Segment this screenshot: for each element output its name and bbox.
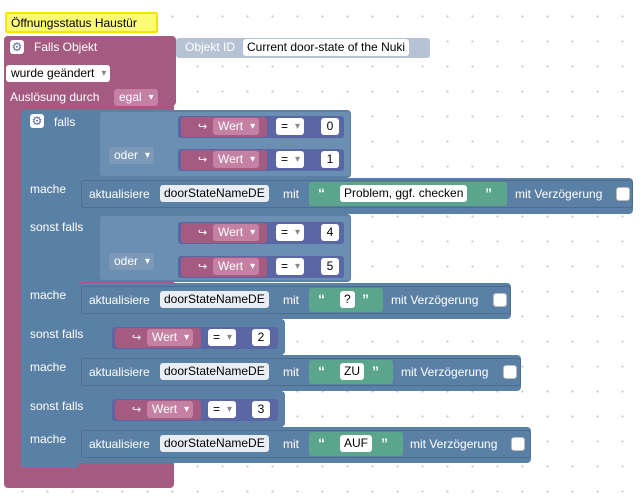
open-quote-icon: “ — [318, 363, 325, 379]
variable-field[interactable]: doorStateNameDE — [160, 185, 269, 202]
delay-label: mit Verzögerung — [515, 187, 603, 201]
compare-value[interactable]: 4 — [321, 224, 339, 241]
sonst-falls-label: sonst falls — [30, 220, 84, 234]
operator-dropdown[interactable]: = — [208, 401, 237, 418]
close-quote-icon: ” — [362, 291, 369, 307]
open-quote-icon: “ — [318, 435, 325, 451]
wert-dropdown[interactable]: Wert — [147, 401, 194, 418]
close-quote-icon: ” — [485, 185, 492, 201]
ausloesung-dropdown[interactable]: egal — [114, 89, 158, 106]
delay-checkbox[interactable] — [616, 187, 630, 201]
mache-label: mache — [30, 288, 67, 302]
oder-dropdown-2[interactable]: oder — [109, 253, 155, 270]
sonst-falls-label: sonst falls — [30, 327, 84, 341]
operator-dropdown[interactable]: = — [208, 329, 237, 346]
text-value[interactable]: ? — [340, 291, 355, 308]
wert-dropdown[interactable]: Wert — [213, 258, 260, 275]
open-quote-icon: “ — [318, 185, 325, 201]
delay-label: mit Verzögerung — [401, 365, 489, 379]
change-type-dropdown[interactable]: wurde geändert — [6, 65, 111, 82]
close-quote-icon: ” — [381, 435, 388, 451]
compare-value[interactable]: 5 — [321, 258, 339, 275]
close-quote-icon: ” — [372, 363, 379, 379]
compare-value[interactable]: 3 — [252, 401, 270, 418]
mit-label: mit — [283, 365, 299, 379]
if-gear-icon[interactable]: ⚙ — [30, 114, 44, 128]
update-block-2[interactable] — [81, 286, 511, 314]
variable-field[interactable]: doorStateNameDE — [160, 363, 269, 380]
wert-dropdown[interactable]: Wert — [147, 329, 194, 346]
wert-dropdown[interactable]: Wert — [213, 224, 260, 241]
return-arrow-icon: ↪ — [198, 121, 208, 133]
variable-field[interactable]: doorStateNameDE — [160, 291, 269, 308]
operator-dropdown[interactable]: = — [276, 258, 305, 275]
aktualisiere-label: aktualisiere — [89, 365, 150, 379]
gear-icon[interactable]: ⚙ — [10, 40, 24, 54]
mit-label: mit — [283, 293, 299, 307]
operator-dropdown[interactable]: = — [276, 118, 305, 135]
delay-label: mit Verzögerung — [391, 293, 479, 307]
comment-bubble[interactable]: Öffnungsstatus Haustür — [5, 12, 158, 33]
operator-dropdown[interactable]: = — [276, 224, 305, 241]
wert-dropdown[interactable]: Wert — [213, 118, 260, 135]
oder-dropdown-1[interactable]: oder — [109, 147, 155, 164]
delay-label: mit Verzögerung — [410, 437, 498, 451]
update-block-4[interactable] — [81, 430, 531, 458]
compare-value[interactable]: 1 — [321, 151, 339, 168]
open-quote-icon: “ — [318, 291, 325, 307]
delay-checkbox[interactable] — [493, 293, 507, 307]
comment-text: Öffnungsstatus Haustür — [11, 16, 137, 30]
object-id-field[interactable]: Current door-state of the Nuki — [243, 39, 410, 56]
return-arrow-icon: ↪ — [132, 332, 142, 344]
operator-dropdown[interactable]: = — [276, 151, 305, 168]
delay-checkbox[interactable] — [511, 437, 525, 451]
aktualisiere-label: aktualisiere — [89, 187, 150, 201]
object-id-label: Objekt ID — [185, 40, 236, 54]
return-arrow-icon: ↪ — [198, 261, 208, 273]
mit-label: mit — [283, 187, 299, 201]
aktualisiere-label: aktualisiere — [89, 437, 150, 451]
update-block-3[interactable] — [81, 358, 521, 386]
wert-dropdown[interactable]: Wert — [213, 151, 260, 168]
return-arrow-icon: ↪ — [132, 404, 142, 416]
compare-value[interactable]: 2 — [252, 329, 270, 346]
text-value[interactable]: Problem, ggf. checken — [340, 185, 468, 202]
falls-objekt-label: Falls Objekt — [34, 40, 98, 54]
mache-label: mache — [30, 432, 67, 446]
return-arrow-icon: ↪ — [198, 227, 208, 239]
ausloesung-label: Auslösung durch — [10, 90, 100, 104]
delay-checkbox[interactable] — [503, 365, 517, 379]
mache-label: mache — [30, 182, 67, 196]
compare-value[interactable]: 0 — [321, 118, 339, 135]
sonst-falls-label: sonst falls — [30, 399, 84, 413]
aktualisiere-label: aktualisiere — [89, 293, 150, 307]
variable-field[interactable]: doorStateNameDE — [160, 435, 269, 452]
falls-label: falls — [54, 115, 76, 129]
mit-label: mit — [283, 437, 299, 451]
mache-label: mache — [30, 360, 67, 374]
text-value[interactable]: AUF — [340, 435, 372, 452]
text-value[interactable]: ZU — [340, 363, 364, 380]
return-arrow-icon: ↪ — [198, 154, 208, 166]
